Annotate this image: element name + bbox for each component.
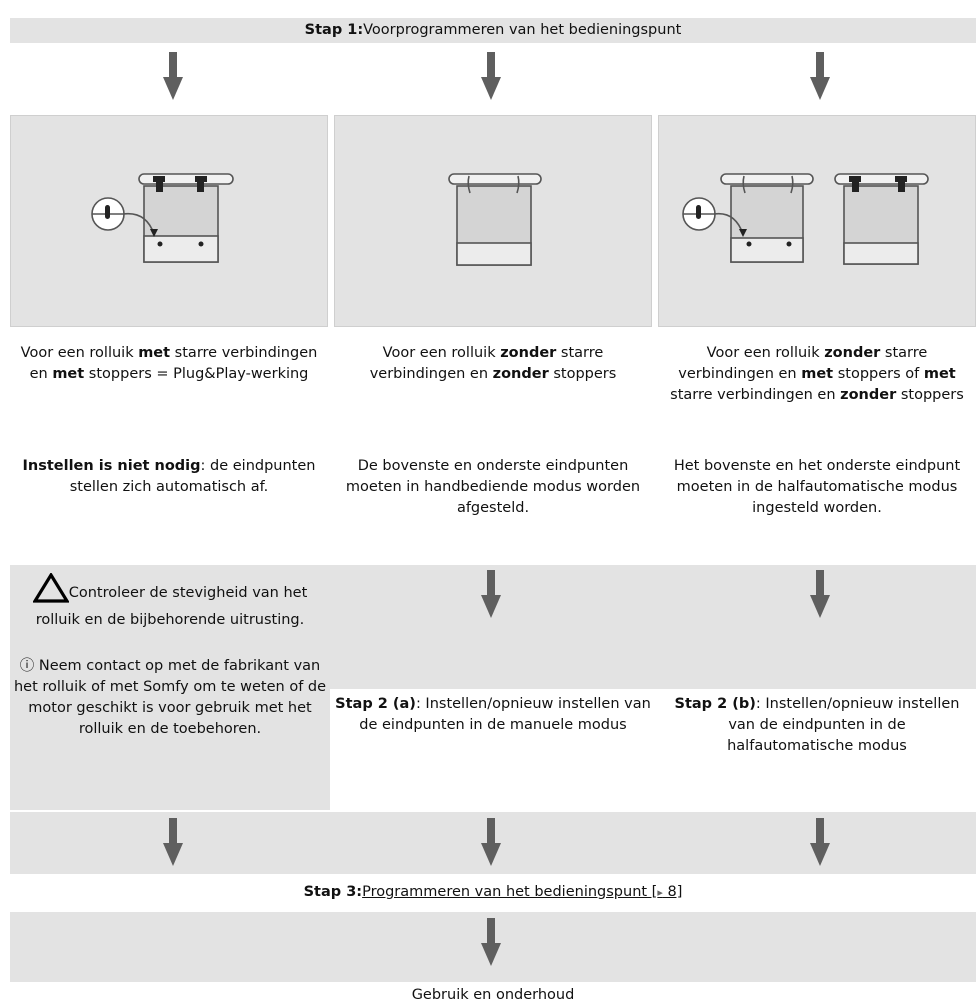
step3-link[interactable]: Programmeren van het bedieningspunt [▸ 8… (362, 884, 683, 900)
info-icon: ⓘ (19, 658, 35, 674)
down-arrow-icon (810, 570, 830, 618)
step2-band-right (330, 565, 976, 689)
step3-banner: Stap 3:Programmeren van het bedieningspu… (10, 880, 976, 904)
col1-result: Instellen is niet nodig: de eindpunten s… (22, 458, 316, 495)
footer-label: Gebruik en onderhoud (411, 987, 575, 1003)
down-arrow-icon (481, 52, 501, 100)
page-ref-arrow-icon: ▸ (657, 886, 663, 899)
shutter-illustration-panel-1 (10, 115, 328, 327)
down-arrow-icon (481, 918, 501, 966)
shutter-illustration (91, 173, 234, 263)
step2a-text: Stap 2 (a): Instellen/opnieuw instellen … (335, 696, 651, 733)
down-arrow-icon (163, 52, 183, 100)
step1-banner: Stap 1:Voorprogrammeren van het bedienin… (10, 18, 976, 43)
col3-description: Voor een rolluik zonder starre verbindin… (670, 345, 964, 403)
shutter-illustration-panel-3 (658, 115, 976, 327)
col3-result: Het bovenste en het onderste eindpunt mo… (673, 458, 961, 516)
col1-info: ⓘ Neem contact op met de fabrikant van h… (13, 658, 327, 737)
step2-band-left (10, 565, 330, 810)
col1-warning: Controleer de stevigheid van het rolluik… (12, 571, 328, 631)
down-arrow-icon (810, 52, 830, 100)
down-arrow-icon (481, 818, 501, 866)
shutter-illustration (448, 173, 542, 266)
step1-title: Voorprogrammeren van het bedieningspunt (363, 22, 682, 38)
col2-description: Voor een rolluik zonder starre verbindin… (369, 345, 617, 382)
shutter-illustration (682, 173, 929, 265)
step3-prefix: Stap 3: (303, 884, 363, 900)
down-arrow-icon (481, 570, 501, 618)
warning-triangle-icon (31, 571, 70, 610)
col1-description: Voor een rolluik met starre verbindingen… (20, 345, 318, 382)
shutter-illustration-panel-2 (334, 115, 652, 327)
step2b-text: Stap 2 (b): Instellen/opnieuw instellen … (674, 696, 960, 754)
down-arrow-icon (810, 818, 830, 866)
col2-result: De bovenste en onderste eindpunten moete… (345, 458, 641, 516)
step1-prefix: Stap 1: (304, 22, 364, 38)
down-arrow-icon (163, 818, 183, 866)
